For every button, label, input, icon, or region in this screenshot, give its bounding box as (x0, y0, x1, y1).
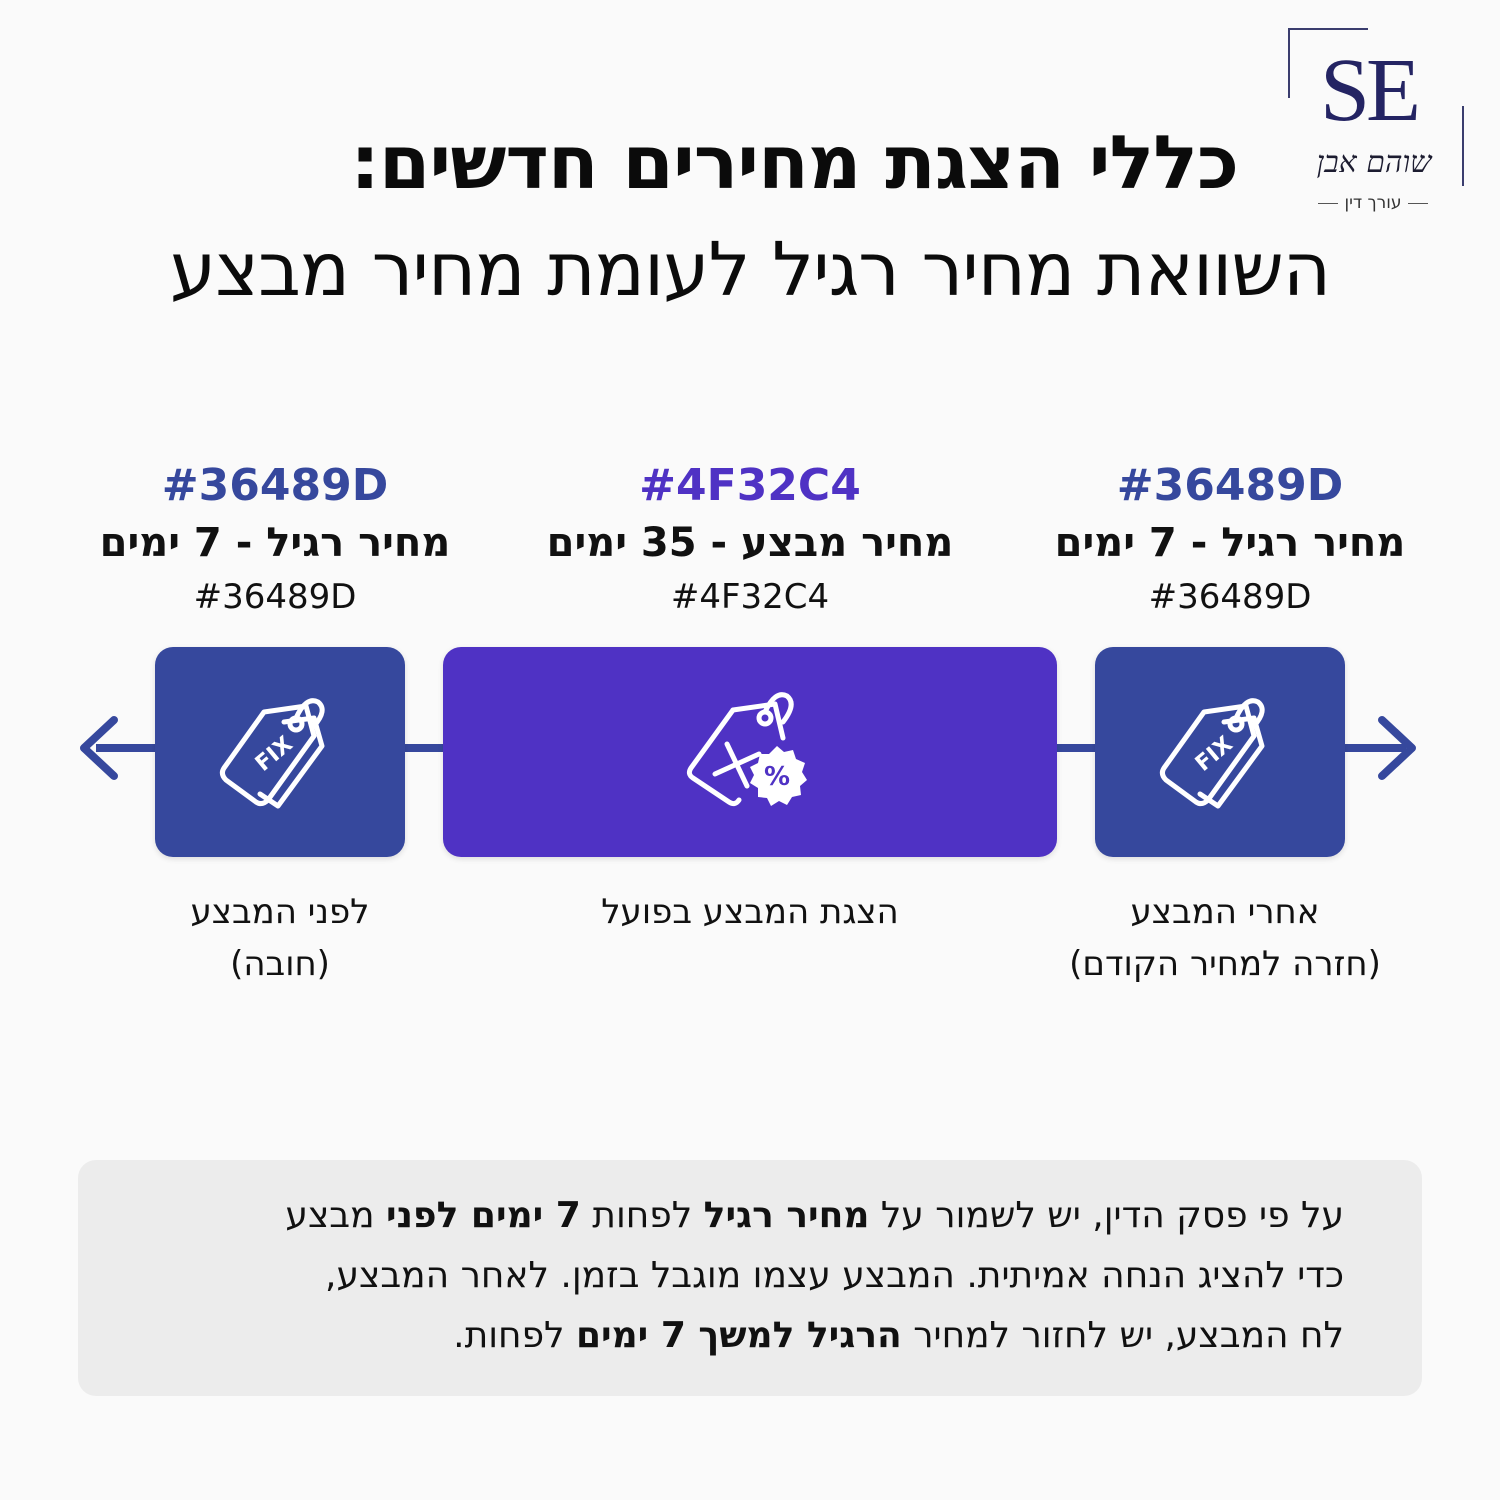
logo-subtitle: עורך דין (1344, 193, 1402, 213)
phase-caption-after: אחרי המבצע (חזרה למחיר הקודם) (1020, 886, 1430, 990)
phase-label: מחיר רגיל - 7 ימים (99, 520, 451, 566)
phase-color-code: #4F32C4 (639, 460, 861, 511)
logo-dash (1407, 202, 1428, 204)
phase-color-code: #36489D (161, 460, 389, 511)
caption-line: הצגת המבצע בפועל (601, 892, 899, 932)
phase-caption-sale: הצגת המבצע בפועל (500, 886, 1000, 938)
fix-price-tag-icon: FIX (1159, 698, 1265, 809)
logo-frame-line (1288, 28, 1290, 98)
phase-color-code: #36489D (1116, 460, 1344, 511)
note-line: על פי פסק הדין, יש לשמור על מחיר רגיל לפ… (285, 1195, 1344, 1236)
fix-price-tag-icon: FIX (219, 698, 325, 809)
legal-note-box: על פי פסק הדין, יש לשמור על מחיר רגיל לפ… (78, 1160, 1422, 1396)
logo-name: שוהם אבן (1316, 145, 1432, 180)
caption-line: אחרי המבצע (1130, 892, 1320, 932)
phase-label: מחיר מבצע - 35 ימים (546, 520, 954, 566)
phase-color-code-sub: #36489D (1148, 577, 1312, 617)
note-emphasis: מחיר רגיל (703, 1195, 870, 1236)
note-line: לח המבצע, יש לחזור למחיר הרגיל למשך 7 ימ… (453, 1315, 1344, 1356)
note-line: כדי להציג הנחה אמיתית. המבצע עצמו מוגבל … (325, 1255, 1344, 1296)
law-firm-logo: SE שוהם אבן עורך דין (1288, 28, 1466, 218)
note-emphasis: הרגיל למשך 7 ימים (575, 1315, 902, 1356)
caption-line: (חזרה למחיר הקודם) (1069, 944, 1381, 984)
arrow-right-icon (1378, 716, 1416, 780)
logo-frame-line (1288, 28, 1368, 30)
page-subtitle: השוואת מחיר רגיל לעומת מחיר מבצע (169, 227, 1331, 313)
phase-color-code-sub: #4F32C4 (670, 577, 830, 617)
logo-dash (1318, 202, 1339, 204)
caption-line: לפני המבצע (190, 892, 370, 932)
arrow-left-icon (80, 716, 118, 780)
phase-box-before: FIX (155, 647, 405, 857)
logo-subtitle-row: עורך דין (1298, 193, 1448, 213)
logo-monogram: SE (1320, 41, 1421, 140)
note-emphasis: 7 ימים לפני (386, 1195, 581, 1236)
phase-box-after: FIX (1095, 647, 1345, 857)
phase-label: מחיר רגיל - 7 ימים (1054, 520, 1406, 566)
phase-header-before: #36489D מחיר רגיל - 7 ימים #36489D (70, 458, 480, 622)
legal-note-text: על פי פסק הדין, יש לשמור על מחיר רגיל לפ… (104, 1186, 1344, 1366)
phase-caption-before: לפני המבצע (חובה) (110, 886, 450, 990)
phase-header-sale: #4F32C4 מחיר מבצע - 35 ימים #4F32C4 (500, 458, 1000, 622)
phase-header-after: #36489D מחיר רגיל - 7 ימים #36489D (1025, 458, 1435, 622)
phase-color-code-sub: #36489D (193, 577, 357, 617)
phase-box-sale: % (443, 647, 1057, 857)
svg-text:%: % (764, 762, 790, 792)
logo-frame-line (1462, 106, 1464, 186)
caption-line: (חובה) (230, 944, 330, 984)
discount-tag-percent-icon: % (686, 692, 807, 807)
page-title: כללי הצגת מחירים חדשים: (350, 120, 1239, 206)
